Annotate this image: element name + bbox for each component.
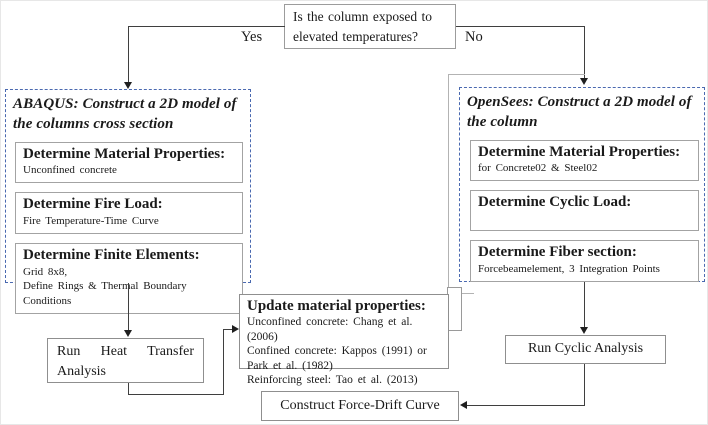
outer-frame-left-line [448, 74, 449, 294]
run-heat-transfer-label: Run Heat Transfer Analysis [57, 344, 194, 380]
no-connector-vertical [584, 26, 585, 79]
no-connector-horizontal [456, 26, 585, 27]
update-line: Reinforcing steel: Tao et al. (2013) [247, 374, 418, 387]
abaqus-container: ABAQUS: Construct a 2D model of the colu… [5, 89, 251, 315]
opensees-step-cyclic-load: Determine Cyclic Load: [470, 190, 699, 231]
yes-label: Yes [241, 29, 263, 45]
step-heading: Determine Cyclic Load: [478, 194, 632, 211]
cyclic-to-final-vertical [584, 364, 585, 406]
arrow-left-icon [460, 401, 467, 409]
step-heading: Determine Fiber section: [478, 243, 637, 260]
heat-to-update-seg1 [128, 383, 129, 395]
abaqus-to-heat-connector [128, 283, 129, 332]
opensees-title: OpenSees: Construct a 2D model of the co… [467, 94, 692, 130]
step-heading: Determine Finite Elements: [23, 246, 200, 263]
step-heading: Determine Material Properties: [23, 145, 226, 162]
step-detail: Unconfined concrete [23, 164, 117, 177]
arrow-down-icon [580, 78, 588, 85]
step-heading: Determine Material Properties: [478, 143, 681, 160]
cyclic-to-final-horizontal [467, 405, 585, 406]
abaqus-step-material: Determine Material Properties: Unconfine… [15, 141, 243, 184]
arrow-down-icon [124, 330, 132, 337]
step-detail: Forcebeamelement, 3 Integration Points [478, 262, 660, 275]
step-heading: Determine Fire Load: [23, 196, 163, 213]
step-detail: for Concrete02 & Steel02 [478, 162, 598, 175]
yes-connector-vertical [128, 26, 129, 83]
run-heat-transfer-box: Run Heat Transfer Analysis [47, 338, 204, 383]
update-line: Unconfined concrete: Chang et al. (2006) [247, 316, 413, 343]
update-box-back-corner [447, 287, 462, 331]
decision-text: Is the column exposed to elevated temper… [293, 9, 432, 45]
run-cyclic-box: Run Cyclic Analysis [505, 335, 666, 364]
step-detail: Fire Temperature-Time Curve [23, 214, 159, 227]
update-properties-box: Update material properties: Unconfined c… [239, 294, 449, 386]
arrow-right-icon [232, 325, 239, 333]
opensees-to-cyclic-connector [584, 282, 585, 329]
step-detail: Grid 8x8, Define Rings & Thermal Boundar… [23, 265, 187, 308]
decision-box: Is the column exposed to elevated temper… [284, 4, 456, 49]
heat-to-update-seg4 [223, 329, 233, 330]
arrow-down-icon [124, 82, 132, 89]
heat-to-update-seg2 [128, 394, 224, 395]
outer-frame-top-line [448, 74, 585, 75]
force-drift-label: Construct Force-Drift Curve [280, 397, 440, 413]
opensees-step-fiber-section: Determine Fiber section: Forcebeamelemen… [470, 239, 699, 282]
run-cyclic-label: Run Cyclic Analysis [527, 341, 644, 357]
abaqus-title: ABAQUS: Construct a 2D model of the colu… [13, 96, 237, 132]
opensees-container: OpenSees: Construct a 2D model of the co… [459, 87, 705, 282]
no-label: No [465, 29, 483, 45]
opensees-step-material: Determine Material Properties: for Concr… [470, 139, 699, 182]
heat-to-update-seg3 [223, 329, 224, 395]
abaqus-step-fire-load: Determine Fire Load: Fire Temperature-Ti… [15, 192, 243, 234]
force-drift-box: Construct Force-Drift Curve [261, 391, 459, 421]
step-detail [478, 212, 691, 226]
update-line: Confined concrete: Kappos (1991) or Park… [247, 345, 427, 372]
yes-connector-horizontal [128, 26, 285, 27]
arrow-down-icon [580, 327, 588, 334]
abaqus-step-finite-elements: Determine Finite Elements: Grid 8x8, Def… [15, 242, 243, 315]
update-heading: Update material properties: [247, 298, 426, 314]
